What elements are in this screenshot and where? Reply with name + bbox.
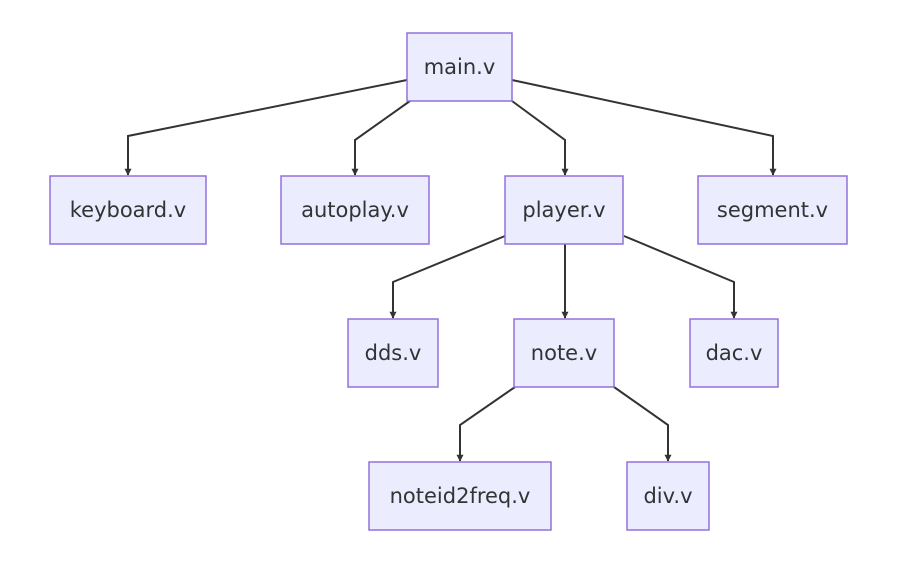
node-noteid2freq-label: noteid2freq.v bbox=[390, 484, 531, 508]
node-dds: dds.v bbox=[347, 318, 439, 388]
node-main-box bbox=[406, 32, 513, 102]
node-segment-box bbox=[697, 175, 848, 245]
node-main: main.v bbox=[406, 32, 513, 102]
edge-player-dac bbox=[623, 235, 738, 319]
node-noteid2freq-box bbox=[368, 461, 552, 531]
node-note-label: note.v bbox=[531, 341, 597, 365]
node-div-box bbox=[626, 461, 710, 531]
node-player: player.v bbox=[504, 175, 624, 245]
edge-note-noteid2freq bbox=[456, 386, 516, 462]
node-keyboard-box bbox=[49, 175, 207, 245]
node-note-box bbox=[513, 318, 615, 388]
node-dac-box bbox=[689, 318, 779, 388]
node-noteid2freq: noteid2freq.v bbox=[368, 461, 552, 531]
node-note: note.v bbox=[513, 318, 615, 388]
node-autoplay: autoplay.v bbox=[280, 175, 430, 245]
node-autoplay-box bbox=[280, 175, 430, 245]
node-dds-box bbox=[347, 318, 439, 388]
edge-main-autoplay bbox=[351, 100, 411, 176]
node-main-label: main.v bbox=[424, 55, 496, 79]
node-autoplay-label: autoplay.v bbox=[301, 198, 409, 222]
edge-note-div bbox=[613, 386, 672, 462]
node-div: div.v bbox=[626, 461, 710, 531]
node-player-box bbox=[504, 175, 624, 245]
node-dac: dac.v bbox=[689, 318, 779, 388]
node-keyboard: keyboard.v bbox=[49, 175, 207, 245]
edge-player-dds bbox=[389, 235, 506, 319]
node-player-label: player.v bbox=[522, 198, 605, 222]
node-keyboard-label: keyboard.v bbox=[70, 198, 187, 222]
edge-main-player bbox=[511, 100, 569, 176]
node-dac-label: dac.v bbox=[706, 341, 763, 365]
node-segment: segment.v bbox=[697, 175, 848, 245]
edge-main-segment bbox=[511, 79, 777, 176]
node-dds-label: dds.v bbox=[365, 341, 422, 365]
node-div-label: div.v bbox=[643, 484, 692, 508]
edges-group bbox=[124, 79, 777, 462]
edge-main-keyboard bbox=[124, 79, 408, 176]
node-segment-label: segment.v bbox=[717, 198, 828, 222]
